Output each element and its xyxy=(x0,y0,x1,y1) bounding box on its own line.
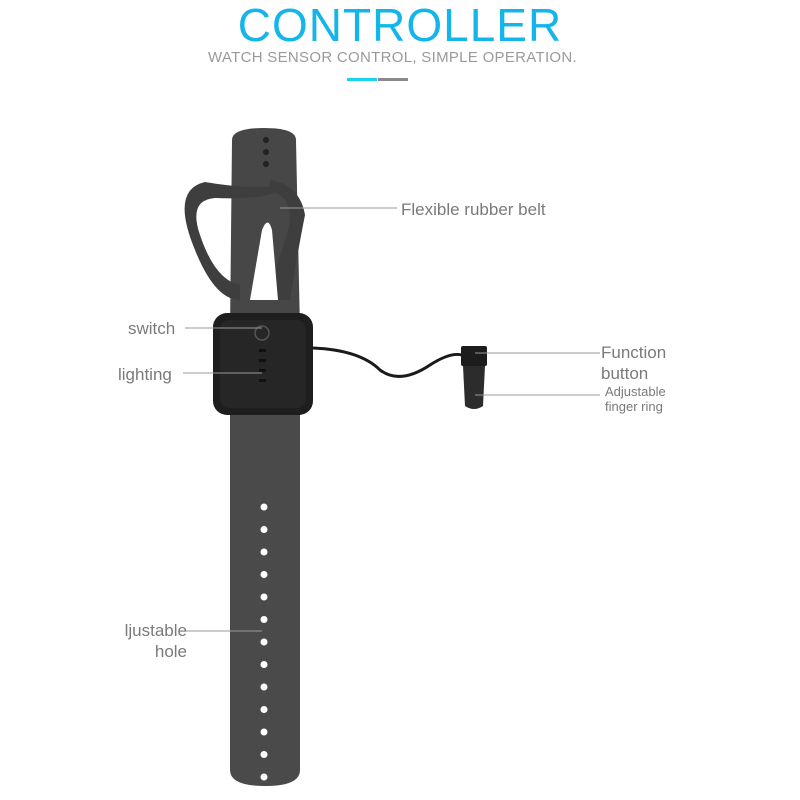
strap-hole xyxy=(260,728,268,736)
strap-hole xyxy=(260,593,268,601)
strap-hole xyxy=(260,638,268,646)
page-title: CONTROLLER xyxy=(237,0,563,51)
strap-hole xyxy=(260,616,268,623)
strap-hole xyxy=(260,661,268,668)
label-lighting: lighting xyxy=(118,365,172,384)
accent-bar xyxy=(347,78,377,81)
strap-hole xyxy=(260,503,268,511)
gray-bar xyxy=(378,78,408,81)
label-adjustable-finger-ring: Adjustable finger ring xyxy=(605,384,666,414)
power-icon xyxy=(254,325,270,341)
page-subtitle: WATCH SENSOR CONTROL, SIMPLE OPERATION. xyxy=(208,49,577,66)
label-flexible-rubber-belt: Flexible rubber belt xyxy=(401,200,546,219)
strap-hole xyxy=(260,751,268,758)
label-adjustable-hole: ljustable hole xyxy=(124,621,187,661)
strap-hole xyxy=(260,773,268,781)
strap-hole xyxy=(260,526,268,533)
strap-hole xyxy=(260,548,268,556)
strap-hole xyxy=(260,683,268,691)
label-function-button: Function button xyxy=(601,343,667,383)
strap-hole xyxy=(260,706,268,713)
label-switch: switch xyxy=(128,319,176,338)
strap-hole xyxy=(260,571,268,578)
